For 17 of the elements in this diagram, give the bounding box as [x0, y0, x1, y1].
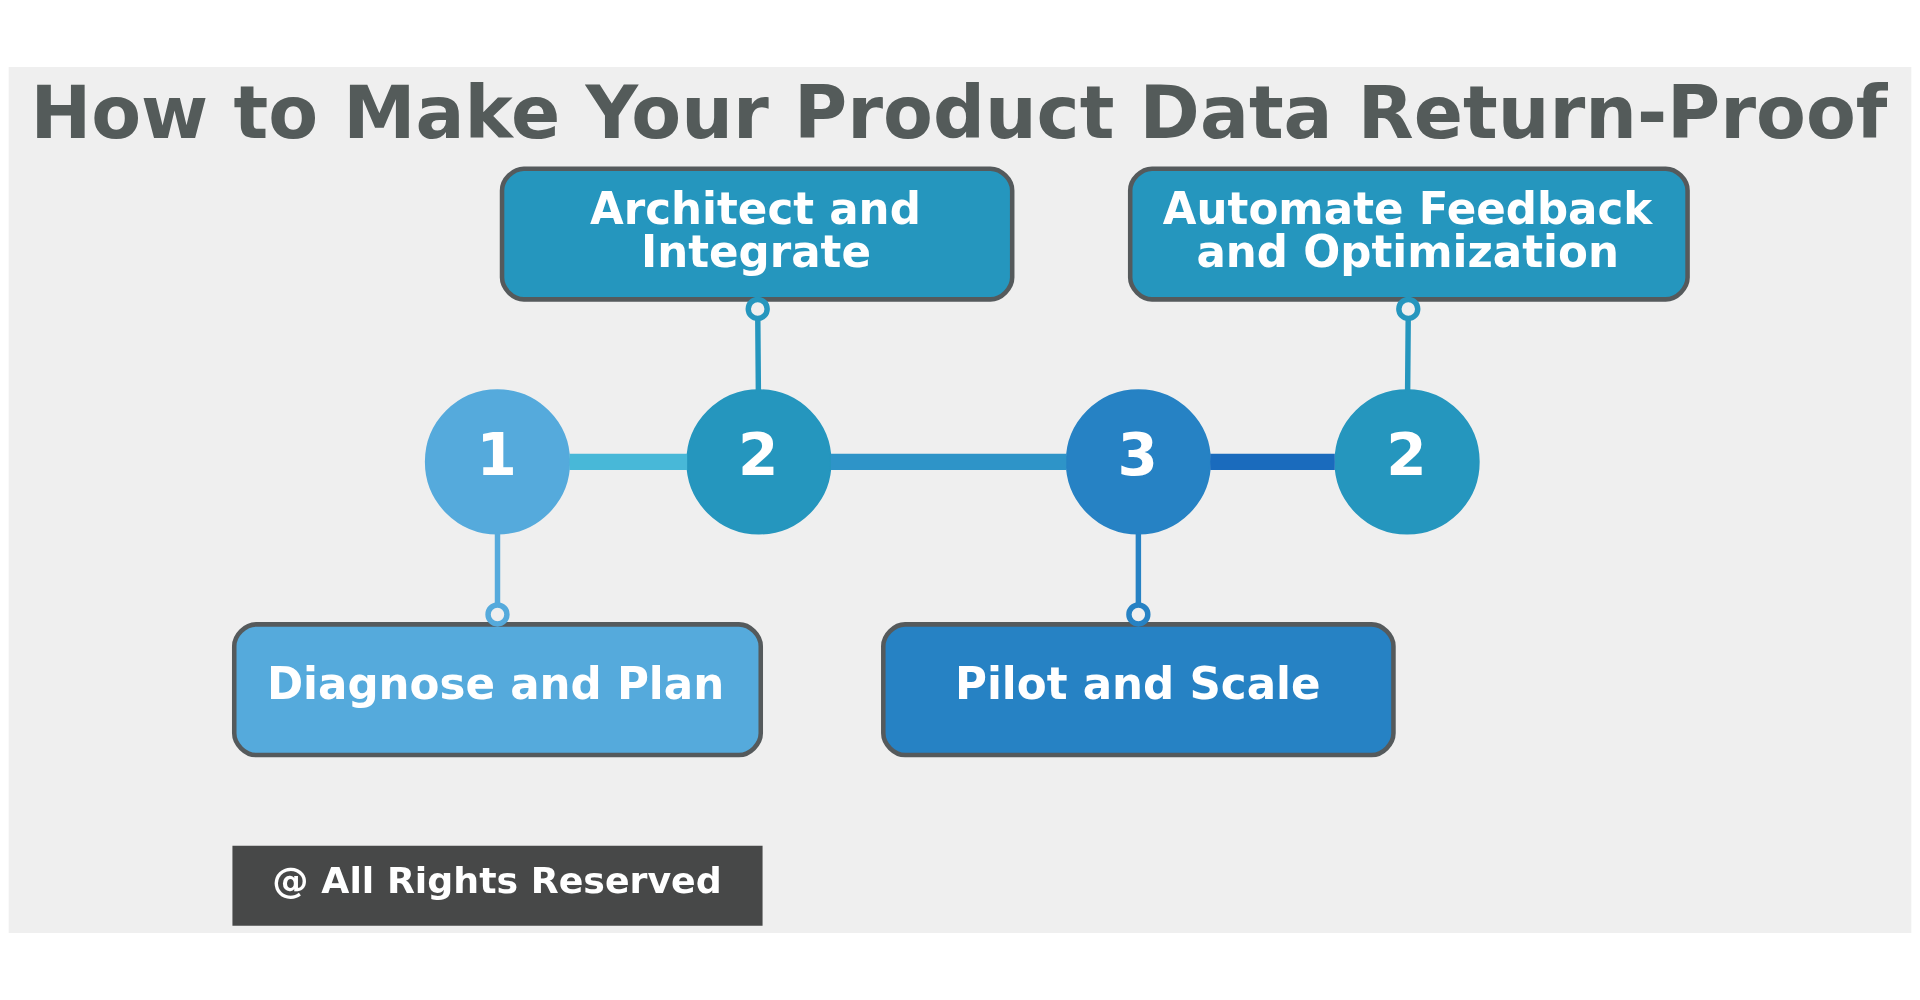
node-box: Automate Feedback and Optimization: [1127, 166, 1690, 302]
diagram-title: How to Make Your Product Data Return-Proof: [30, 70, 1888, 155]
connector: [745, 296, 770, 390]
connector: [569, 453, 688, 471]
connector: [485, 534, 510, 627]
node-circle: 1: [424, 389, 571, 535]
node-box: Diagnose and Plan: [232, 622, 763, 758]
connector: [1396, 296, 1421, 390]
node-circle: 2: [686, 389, 832, 535]
connector: [1126, 534, 1151, 627]
connector: [830, 453, 1067, 471]
connector: [1210, 453, 1335, 471]
node-circle: 2: [1334, 389, 1480, 535]
node-circle: 3: [1065, 389, 1211, 535]
node-box: Architect and Integrate: [499, 166, 1015, 302]
node-box: Pilot and Scale: [881, 622, 1396, 758]
label: @ All Rights Reserved: [272, 859, 722, 903]
